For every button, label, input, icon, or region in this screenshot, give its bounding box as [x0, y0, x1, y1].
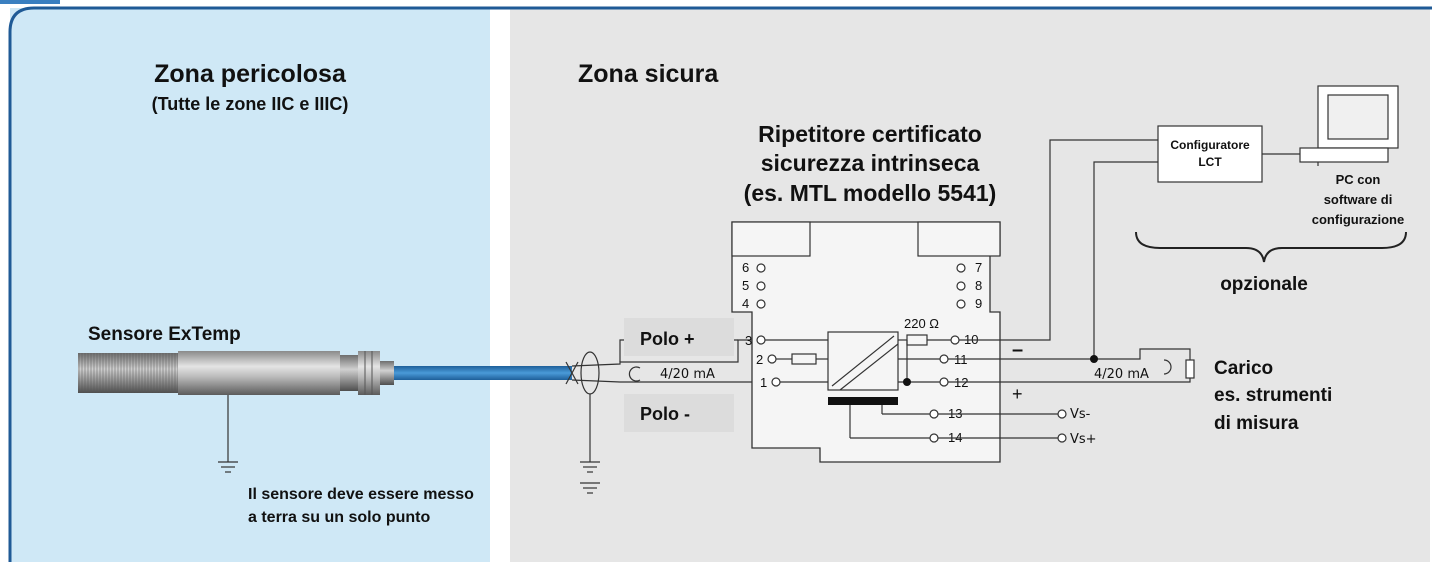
- loop-plus-sign: +: [1012, 384, 1023, 404]
- terminal-9: 9: [975, 296, 982, 311]
- sensor-ground-icon: [218, 395, 238, 473]
- current-in-label: 4/20 mA: [660, 367, 715, 382]
- pole-plus-label: Polo +: [640, 329, 695, 349]
- repeater-title-line3: (es. MTL modello 5541): [744, 180, 997, 206]
- terminal-5: 5: [742, 278, 749, 293]
- safe-zone-title: Zona sicura: [578, 60, 719, 88]
- configurator-box: [1157, 125, 1263, 183]
- current-out-label: 4/20 mA: [1094, 367, 1149, 382]
- terminal-8: 8: [975, 278, 982, 293]
- grounding-note-line2: a terra su un solo punto: [248, 509, 430, 526]
- vs-plus-terminal: [1057, 433, 1067, 443]
- load-resistor: [1185, 359, 1195, 379]
- load-label-line3: di misura: [1214, 413, 1299, 434]
- pc-label-line3: configurazione: [1312, 212, 1404, 227]
- terminal-2: 2: [756, 352, 763, 367]
- terminal-4: 4: [742, 296, 749, 311]
- resistor-220-label: 220 Ω: [904, 316, 939, 331]
- optional-label: opzionale: [1220, 274, 1308, 295]
- cable-shield: [565, 351, 600, 473]
- pole-minus-label: Polo -: [640, 404, 690, 424]
- pole-minus-box: [624, 394, 734, 432]
- pc-label-line2: software di: [1324, 192, 1393, 207]
- pc-label-line1: PC con: [1336, 172, 1381, 187]
- repeater-top-right-block: [917, 221, 1001, 257]
- load-label-line2: es. strumenti: [1214, 385, 1332, 406]
- hazardous-zone: [10, 8, 490, 567]
- terminal-6: 6: [742, 260, 749, 275]
- configurator-line2: LCT: [1198, 155, 1222, 169]
- vs-minus-label: Vs-: [1070, 407, 1091, 422]
- repeater-internals: [765, 331, 951, 439]
- hazardous-zone-title: Zona pericolosa: [154, 60, 347, 88]
- pc-icon: [1299, 85, 1399, 166]
- zone-frame: [8, 6, 1432, 562]
- junction-dot-internal: [903, 378, 911, 386]
- pole-plus-box: [624, 318, 734, 356]
- frame-corner-mark: [0, 0, 60, 4]
- repeater-title-line1: Ripetitore certificato: [758, 121, 982, 147]
- repeater-title-line2: sicurezza intrinseca: [761, 150, 980, 176]
- terminal-circles: [756, 263, 966, 443]
- junction-dot-output: [1090, 355, 1098, 363]
- isolation-bar: [828, 397, 898, 405]
- load-label-line1: Carico: [1214, 358, 1273, 379]
- optional-brace: [1135, 231, 1407, 263]
- loop-minus-sign: –: [1012, 339, 1023, 361]
- terminal-1: 1: [760, 375, 767, 390]
- terminal-3: 3: [745, 333, 752, 348]
- sensor-body: [78, 351, 394, 395]
- grounding-note-line1: Il sensore deve essere messo: [248, 486, 474, 503]
- current-out-arrow-icon: [1163, 359, 1172, 375]
- current-loop-arrow-icon: [628, 366, 641, 382]
- note-ground-icon: [580, 482, 600, 494]
- vs-plus-label: Vs+: [1070, 432, 1097, 447]
- terminal-7: 7: [975, 260, 982, 275]
- sensor-cable: [394, 366, 572, 380]
- vs-minus-terminal: [1057, 409, 1067, 419]
- sensor-label: Sensore ExTemp: [88, 324, 241, 345]
- repeater-top-left-block: [731, 221, 811, 257]
- configurator-line1: Configuratore: [1170, 138, 1250, 152]
- hazardous-zone-subtitle: (Tutte le zone IIC e IIIC): [152, 94, 349, 114]
